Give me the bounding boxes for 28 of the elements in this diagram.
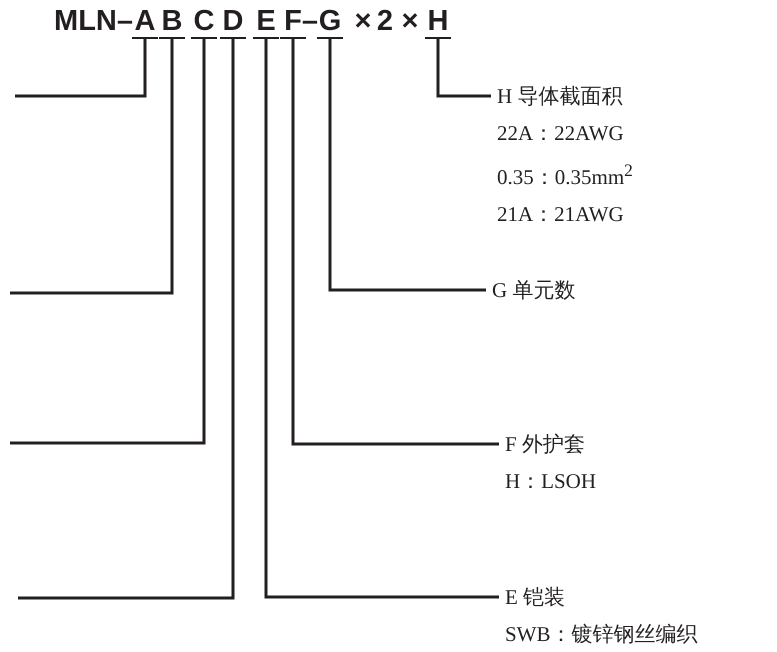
description-heading: H 导体截面积 <box>497 83 622 110</box>
option-text: 21A：21AWG <box>497 201 624 228</box>
code-letter: B <box>159 5 185 39</box>
code-letter: G <box>317 5 343 39</box>
option-text: 0.35：0.35mm$^{2}$ <box>497 159 633 191</box>
code-text: × <box>401 5 419 37</box>
option-text: SWB：镀锌钢丝编织 <box>505 621 698 648</box>
leader-line <box>436 39 491 98</box>
option-text: H：LSOH <box>505 468 596 495</box>
code-letter: D <box>220 5 246 39</box>
code-letter: C <box>191 5 217 39</box>
description-heading: E 铠装 <box>505 584 566 611</box>
code-letter: E <box>253 5 279 39</box>
leader-line <box>292 39 499 446</box>
description-heading: F 外护套 <box>505 431 585 458</box>
code-text: MLN– <box>53 5 133 37</box>
code-letter: H <box>425 5 451 39</box>
leader-line <box>328 39 486 292</box>
code-letter: A <box>132 5 158 39</box>
leader-line <box>264 39 499 598</box>
option-text: 22A：22AWG <box>497 120 624 147</box>
leader-line <box>15 39 146 98</box>
description-heading: G 单元数 <box>492 277 576 304</box>
code-text: 2 <box>376 5 394 37</box>
leader-line <box>18 39 234 600</box>
leader-line <box>10 39 174 294</box>
code-text: × <box>354 5 372 37</box>
leader-line <box>10 39 206 444</box>
